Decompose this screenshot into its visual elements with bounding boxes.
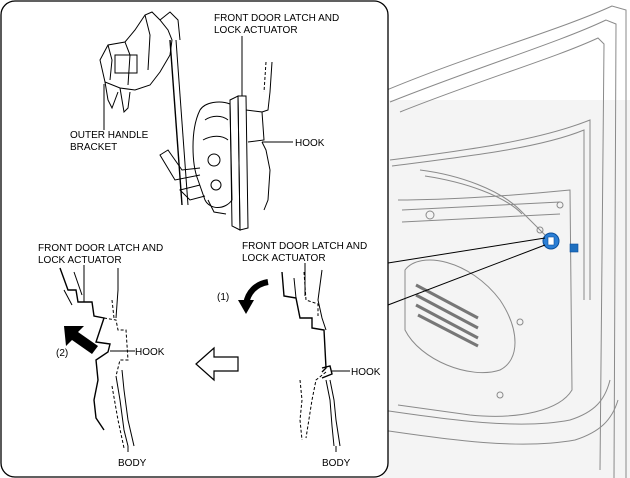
top-latch-label-line1: FRONT DOOR LATCH AND [214,13,339,24]
right-hook-label: HOOK [351,367,381,378]
right-latch-label-line1: FRONT DOOR LATCH AND [242,241,367,252]
top-hook-label: HOOK [295,138,325,149]
top-latch-label-line2: LOCK ACTUATOR [214,25,298,36]
step1-label: (1) [217,292,229,303]
transition-arrow-icon [195,346,239,382]
left-body-label: BODY [118,458,147,469]
right-latch-label-line2: LOCK ACTUATOR [242,253,326,264]
outer-handle-label-line1: OUTER HANDLE [70,130,149,141]
left-latch-label-line1: FRONT DOOR LATCH AND [38,243,163,254]
step2-label: (2) [56,348,68,359]
left-latch-label-line2: LOCK ACTUATOR [38,255,122,266]
left-step-illustration [59,267,135,452]
callout-lines [387,237,546,306]
striker-marker [569,243,579,253]
top-latch-illustration [99,11,293,231]
left-hook-label: HOOK [135,347,165,358]
right-body-label: BODY [322,458,351,469]
step1-arrow-icon [238,279,269,314]
outer-handle-label-line2: BRACKET [70,142,117,153]
right-step-illustration [281,269,350,452]
step2-arrow-icon [64,326,98,354]
car-door-illustration [381,5,630,478]
